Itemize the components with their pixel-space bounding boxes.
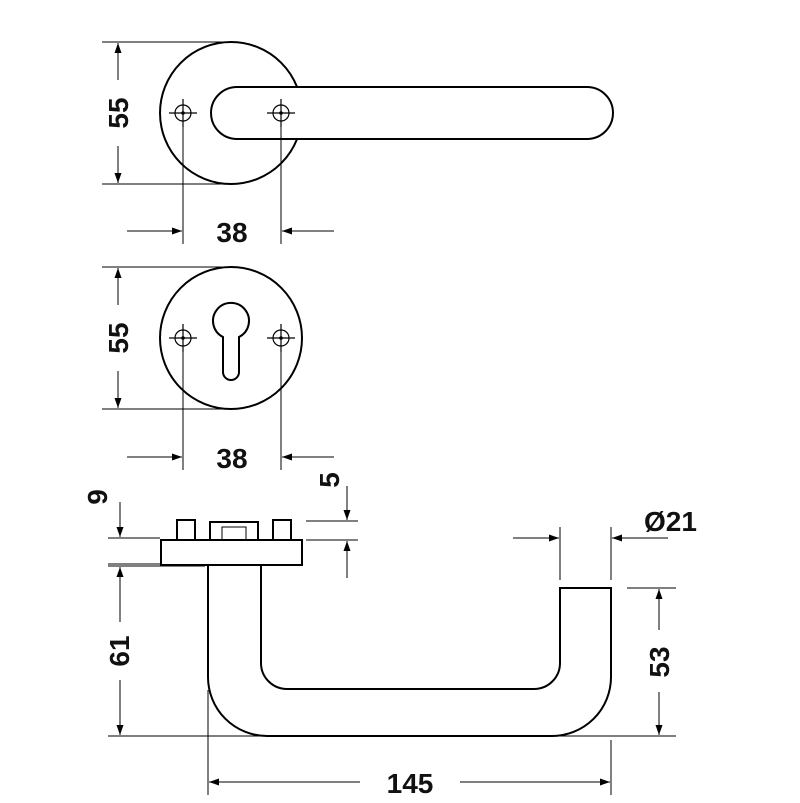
dimension-label: 61	[104, 635, 135, 666]
lever-rose-front-view: 55 38	[102, 41, 614, 248]
dimension-handle-drop: 61	[104, 565, 262, 737]
dimension-hole-spacing: 38	[127, 124, 334, 248]
screw-hole-right-icon	[267, 324, 295, 352]
dimension-label: 38	[216, 217, 247, 248]
escutcheon-front-view: 55 38	[102, 266, 334, 474]
fixing-lug-centre-inner	[221, 526, 247, 541]
dimension-rose-height: 55	[102, 41, 229, 185]
lever-u-profile	[207, 564, 612, 737]
fixing-lug-centre	[209, 521, 259, 541]
dimension-label: 38	[216, 443, 247, 474]
dimension-label: 55	[103, 97, 134, 128]
screw-hole-left-icon	[169, 324, 197, 352]
screw-hole-right-icon	[267, 99, 295, 127]
dimension-end-height: 53	[560, 587, 676, 737]
dimension-label: 9	[82, 489, 113, 505]
dimension-label: 145	[387, 768, 434, 799]
dimension-projection: 145	[207, 690, 612, 799]
rose-plate-side	[160, 539, 303, 566]
dimension-label: 55	[103, 322, 134, 353]
screw-hole-left-icon	[169, 99, 197, 127]
dimension-label: Ø21	[644, 506, 697, 537]
fixing-lug-right	[272, 519, 292, 541]
dimension-escutcheon-height: 55	[102, 266, 229, 410]
dimension-label: 53	[644, 646, 675, 677]
dimension-label: 5	[314, 472, 345, 488]
dimension-diameter: Ø21	[513, 506, 697, 580]
lever-arm	[210, 86, 614, 140]
dimension-rose-thickness: 9	[82, 489, 160, 565]
profile-cylinder-hole-icon	[212, 301, 250, 381]
fixing-lug-left	[176, 519, 196, 541]
side-profile-view: 9 5 Ø21 61	[82, 472, 697, 799]
dimension-hole-spacing: 38	[127, 350, 334, 474]
dimension-gap: 5	[306, 472, 358, 578]
